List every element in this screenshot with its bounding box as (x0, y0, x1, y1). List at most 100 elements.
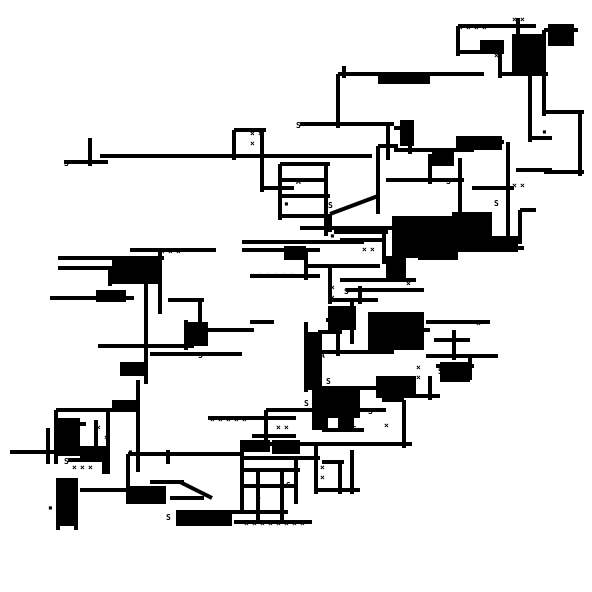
door-marker: × (362, 245, 367, 254)
item-marker: ▪ (48, 503, 53, 512)
corridor (472, 186, 514, 190)
corridor (234, 128, 266, 132)
room-block (112, 258, 158, 284)
start-marker: S (304, 399, 309, 408)
door-marker: × (330, 283, 335, 292)
item-marker: ▪ (456, 215, 461, 224)
door-marker: × (282, 271, 287, 280)
door-marker: × (476, 319, 481, 328)
corridor (306, 386, 384, 390)
door-marker: × (320, 473, 325, 482)
room-block (176, 510, 232, 526)
corridor (294, 460, 298, 504)
door-marker: × (266, 271, 271, 280)
corridor (278, 164, 282, 220)
door-marker: × (416, 363, 421, 372)
corridor (242, 484, 294, 488)
corridor (88, 138, 92, 166)
start-marker: S (286, 481, 291, 490)
corridor (428, 376, 432, 400)
start-marker: S (198, 351, 203, 360)
room-block (368, 312, 424, 350)
corridor (252, 434, 296, 438)
corridor (498, 52, 502, 78)
room-block (328, 306, 356, 330)
start-marker: S (166, 513, 171, 522)
corridor (386, 178, 464, 182)
corridor (328, 268, 332, 304)
room-block (186, 322, 208, 346)
item-marker: ▪ (330, 231, 335, 240)
corridor (240, 456, 320, 460)
room-block (312, 390, 360, 418)
corridor (394, 148, 474, 152)
door-marker: × (284, 423, 289, 432)
corridor (378, 144, 398, 148)
corridor (300, 122, 394, 126)
corridor (150, 352, 242, 356)
corridor (314, 446, 318, 494)
corridor (232, 130, 236, 160)
start-marker: S (446, 177, 451, 186)
corridor (452, 330, 456, 360)
corridor (64, 160, 108, 164)
corridor (340, 278, 416, 282)
room-block (56, 478, 78, 526)
door-marker: × (462, 245, 467, 254)
corridor (458, 158, 462, 220)
start-marker: S (352, 425, 357, 434)
door-marker: × (284, 519, 289, 528)
door-marker: × (458, 23, 463, 32)
room-block (440, 362, 470, 382)
corridor (318, 330, 342, 334)
door-marker: × (474, 23, 479, 32)
door-marker: × (250, 139, 255, 148)
room-block (376, 376, 416, 398)
corridor (306, 264, 380, 268)
corridor (242, 468, 300, 472)
start-marker: S (296, 121, 301, 130)
corridor (234, 520, 312, 524)
door-marker: × (276, 519, 281, 528)
door-marker: × (478, 245, 483, 254)
start-marker: S (64, 159, 69, 168)
room-block (400, 120, 414, 146)
corridor (329, 194, 379, 216)
door-marker: × (276, 423, 281, 432)
start-marker: S (326, 377, 331, 386)
room-block (80, 446, 106, 460)
room-block (96, 290, 126, 302)
corridor (400, 394, 440, 398)
door-marker: × (244, 519, 249, 528)
door-marker: × (260, 519, 265, 528)
corridor (426, 354, 498, 358)
room-block (120, 362, 144, 376)
corridor (334, 230, 388, 234)
corridor (80, 488, 154, 492)
room-block (432, 152, 454, 166)
door-marker: × (494, 51, 499, 60)
corridor (328, 214, 332, 232)
corridor (520, 208, 536, 212)
door-marker: × (512, 15, 517, 24)
corridor (240, 458, 244, 514)
item-marker: ▪ (128, 447, 133, 456)
corridor (56, 408, 138, 412)
corridor (126, 454, 130, 504)
corridor (500, 72, 548, 76)
corridor (94, 420, 98, 456)
corridor (280, 470, 284, 524)
door-marker: × (88, 463, 93, 472)
room-block (548, 24, 574, 46)
room-block (386, 256, 406, 278)
corridor (350, 450, 354, 494)
corridor (506, 142, 510, 244)
room-block (130, 486, 166, 504)
corridor (428, 154, 432, 184)
door-marker: × (250, 129, 255, 138)
door-marker: × (406, 279, 411, 288)
door-marker: × (292, 519, 297, 528)
corridor (316, 488, 360, 492)
room-block (338, 414, 354, 430)
door-marker: × (242, 415, 247, 424)
